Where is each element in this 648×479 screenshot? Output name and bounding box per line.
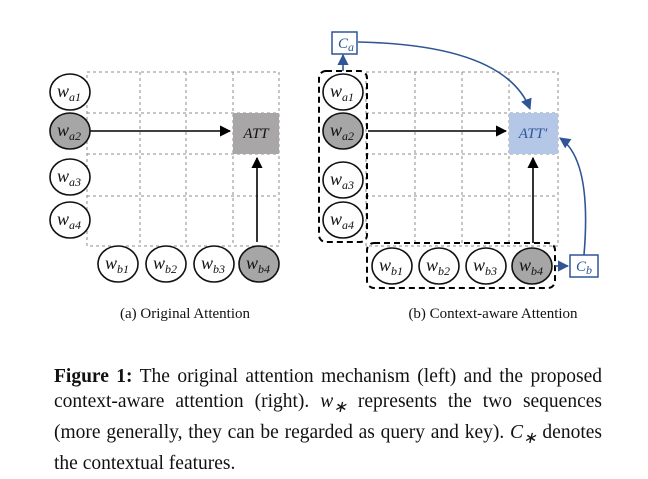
context-a-box: [331, 31, 358, 55]
right-att-label: ATT′: [518, 126, 548, 142]
left-row-node-a4: [49, 201, 91, 239]
cb-to-att-arrow: [559, 137, 587, 256]
right-row-node-label-a1: wa1: [330, 81, 354, 104]
left-panel: ATT wa1 wa2 wa3 wa4 wb1 wb2 wb3 wb4 (a) Origin…: [49, 71, 280, 322]
right-col-node-label-b2: wb2: [426, 255, 450, 278]
left-row-nodes: wa1 wa2 wa3 wa4: [49, 73, 91, 239]
right-row-node-a2: [322, 112, 364, 150]
right-row-node-a1: [322, 73, 364, 111]
left-col-node-label-b4: wb4: [246, 253, 270, 276]
left-row-node-a2: [49, 112, 91, 150]
right-subcaption: (b) Context-aware Attention: [408, 306, 578, 322]
row-context-group: [318, 70, 368, 243]
left-col-nodes: wb1 wb2 wb3 wb4: [97, 245, 280, 283]
left-col-node-label-b3: wb3: [201, 253, 225, 276]
left-grid: [86, 71, 280, 247]
right-row-node-a3: [322, 161, 364, 199]
left-col-node-b1: [97, 245, 139, 283]
caption-part2: represents the two sequences (more gener…: [54, 391, 602, 443]
left-col-node-b3: [193, 245, 235, 283]
context-b-label: Cb: [576, 259, 592, 277]
right-col-node-label-b3: wb3: [473, 255, 497, 278]
right-col-node-b3: [465, 247, 507, 285]
left-att-cell: [233, 113, 279, 154]
right-grid: [365, 71, 559, 247]
left-row-node-label-a4: wa4: [57, 209, 81, 232]
left-subcaption: (a) Original Attention: [120, 306, 250, 322]
right-row-node-a4: [322, 201, 364, 239]
caption-part1: The original attention mechanism (left) …: [54, 366, 602, 412]
figure-diagram: ATT wa1 wa2 wa3 wa4 wb1 wb2 wb3 wb4 (a) Origin…: [49, 31, 599, 322]
left-row-node-label-a1: wa1: [57, 81, 81, 104]
caption-label: Figure 1:: [54, 366, 133, 387]
caption-part3: denotes the contextual features.: [54, 421, 602, 474]
right-row-node-label-a2: wa2: [330, 120, 354, 143]
right-row-node-label-a4: wa4: [330, 209, 354, 232]
left-row-node-a3: [49, 158, 91, 196]
left-col-node-b2: [145, 245, 187, 283]
left-col-node-label-b1: wb1: [105, 253, 129, 276]
right-panel: ATT′ wa1 wa2 wa3 wa4 wb1 wb2 wb3 wb4 Ca Cb (b)…: [318, 31, 599, 322]
context-a-label: Ca: [338, 36, 354, 54]
left-col-node-label-b2: wb2: [153, 253, 177, 276]
left-att-label: ATT: [242, 126, 270, 142]
left-row-node-a1: [49, 73, 91, 111]
ca-to-att-arrow: [357, 41, 532, 111]
right-col-node-b2: [418, 247, 460, 285]
left-row-node-label-a3: wa3: [57, 166, 81, 189]
figure-caption: Figure 1: The original attention mechani…: [54, 364, 602, 476]
right-col-node-label-b4: wb4: [519, 255, 543, 278]
caption-symbol-w: w∗: [320, 391, 347, 416]
caption-symbol-c: C∗: [510, 421, 537, 447]
right-col-node-b4: [511, 247, 553, 285]
right-col-node-label-b1: wb1: [379, 255, 403, 278]
right-row-nodes: wa1 wa2 wa3 wa4: [322, 73, 364, 239]
right-col-node-b1: [371, 247, 413, 285]
left-col-node-b4: [238, 245, 280, 283]
right-col-nodes: wb1 wb2 wb3 wb4: [371, 247, 553, 285]
right-att-cell: [509, 113, 558, 154]
right-row-node-label-a3: wa3: [330, 169, 354, 192]
left-row-node-label-a2: wa2: [57, 120, 81, 143]
